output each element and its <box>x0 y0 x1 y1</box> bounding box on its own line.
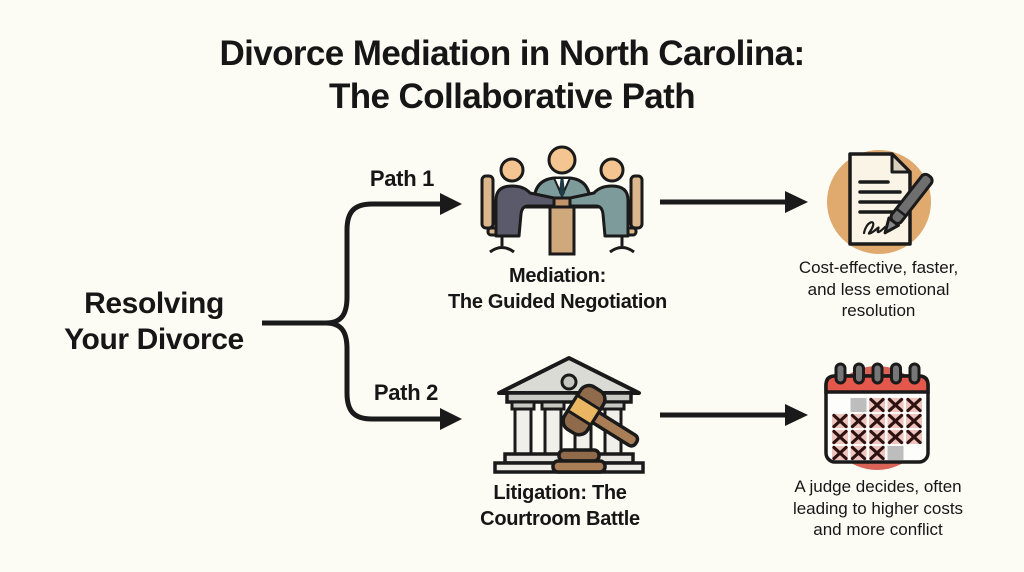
litigation-outcome-line1: A judge decides, often <box>794 477 962 496</box>
pen-icon <box>883 172 934 235</box>
signed-document-pen-icon <box>814 140 944 265</box>
path1-arrowhead-icon <box>440 193 462 215</box>
mediation-title-line2: The Guided Negotiation <box>448 291 667 313</box>
page-title: Divorce Mediation in North Carolina: The… <box>0 32 1024 118</box>
litigation-title-line2: Courtroom Battle <box>480 508 640 530</box>
mediation-node-title: Mediation: The Guided Negotiation <box>415 263 700 315</box>
litigation-node-title: Litigation: The Courtroom Battle <box>425 480 695 532</box>
calendar-rings-icon <box>834 362 921 385</box>
page-title-line2: The Collaborative Path <box>328 77 696 116</box>
courthouse-gavel-icon <box>483 352 658 485</box>
calendar-crossed-days-icon <box>812 356 942 481</box>
litigation-outcome-line2: leading to higher costs <box>792 498 964 518</box>
root-node-label: Resolving Your Divorce <box>29 286 279 358</box>
path2-arrowhead-icon <box>440 408 462 430</box>
path1-label: Path 1 <box>369 166 435 191</box>
litigation-outcome-arrowhead-icon <box>785 404 808 426</box>
mediation-outcome-line1: Cost-effective, faster, <box>798 258 959 277</box>
mediation-outcome-arrowhead-icon <box>785 191 808 213</box>
litigation-title-line1: Litigation: The <box>493 482 627 504</box>
path2-label: Path 2 <box>373 380 439 405</box>
calendar-day-grid <box>832 397 922 461</box>
signature-squiggle-icon <box>862 221 887 235</box>
mediation-outcome-text: Cost-effective, faster, and less emotion… <box>756 257 1001 322</box>
gavel-icon <box>551 383 640 474</box>
mediation-outcome-line3: resolution <box>841 301 916 320</box>
litigation-outcome-text: A judge decides, often leading to higher… <box>752 476 1004 541</box>
litigation-outcome-line3: and more conflict <box>813 520 943 539</box>
page-title-line1: Divorce Mediation in North Carolina: <box>219 34 805 73</box>
mediation-table-icon <box>478 140 646 263</box>
mediation-outcome-line2: and less emotional <box>807 279 950 299</box>
root-label-line1: Resolving <box>84 287 224 320</box>
mediation-title-line1: Mediation: <box>509 265 606 287</box>
root-label-line2: Your Divorce <box>64 323 244 356</box>
